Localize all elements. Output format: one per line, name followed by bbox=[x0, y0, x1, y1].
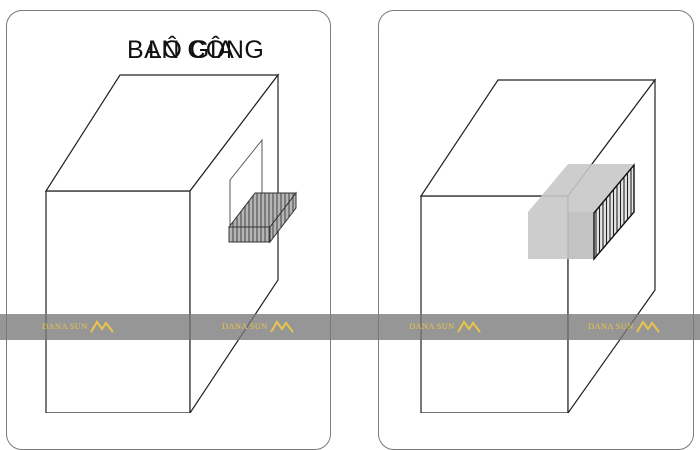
watermark-text: DANA SUN bbox=[588, 321, 634, 331]
balcony-title: BAN CÔNG bbox=[127, 36, 265, 64]
watermark-logo: DANA SUN bbox=[42, 316, 114, 336]
balcony-slab bbox=[227, 191, 298, 244]
balcony-building-front-face bbox=[45, 190, 191, 413]
balcony-building bbox=[44, 73, 280, 413]
watermark-text: DANA SUN bbox=[409, 321, 455, 331]
building-illustrations bbox=[44, 73, 657, 413]
mountain-logo-icon bbox=[635, 320, 660, 333]
mountain-logo-icon bbox=[269, 320, 294, 333]
balcony-slab-side bbox=[269, 191, 297, 244]
watermark-logo: DANA SUN bbox=[222, 316, 294, 336]
watermark-logo: DANA SUN bbox=[588, 316, 660, 336]
loggia-title: LÔ GIA bbox=[148, 36, 235, 64]
mountain-logo-icon bbox=[89, 320, 114, 333]
watermark-text: DANA SUN bbox=[222, 321, 268, 331]
loggia-recess bbox=[528, 163, 635, 261]
loggia-recess-front bbox=[528, 212, 568, 259]
watermark-band bbox=[0, 314, 700, 340]
watermark-logo: DANA SUN bbox=[409, 316, 481, 336]
comparison-figure: BAN CÔNG LÔ GIA DANA SUN DANA SUN DANA S… bbox=[0, 10, 700, 450]
loggia-recess-top bbox=[528, 164, 634, 212]
balcony-slab-front bbox=[228, 226, 271, 243]
loggia-recess-side bbox=[568, 212, 595, 259]
watermark-text: DANA SUN bbox=[42, 321, 88, 331]
loggia-railing bbox=[593, 163, 635, 261]
mountain-logo-icon bbox=[456, 320, 481, 333]
